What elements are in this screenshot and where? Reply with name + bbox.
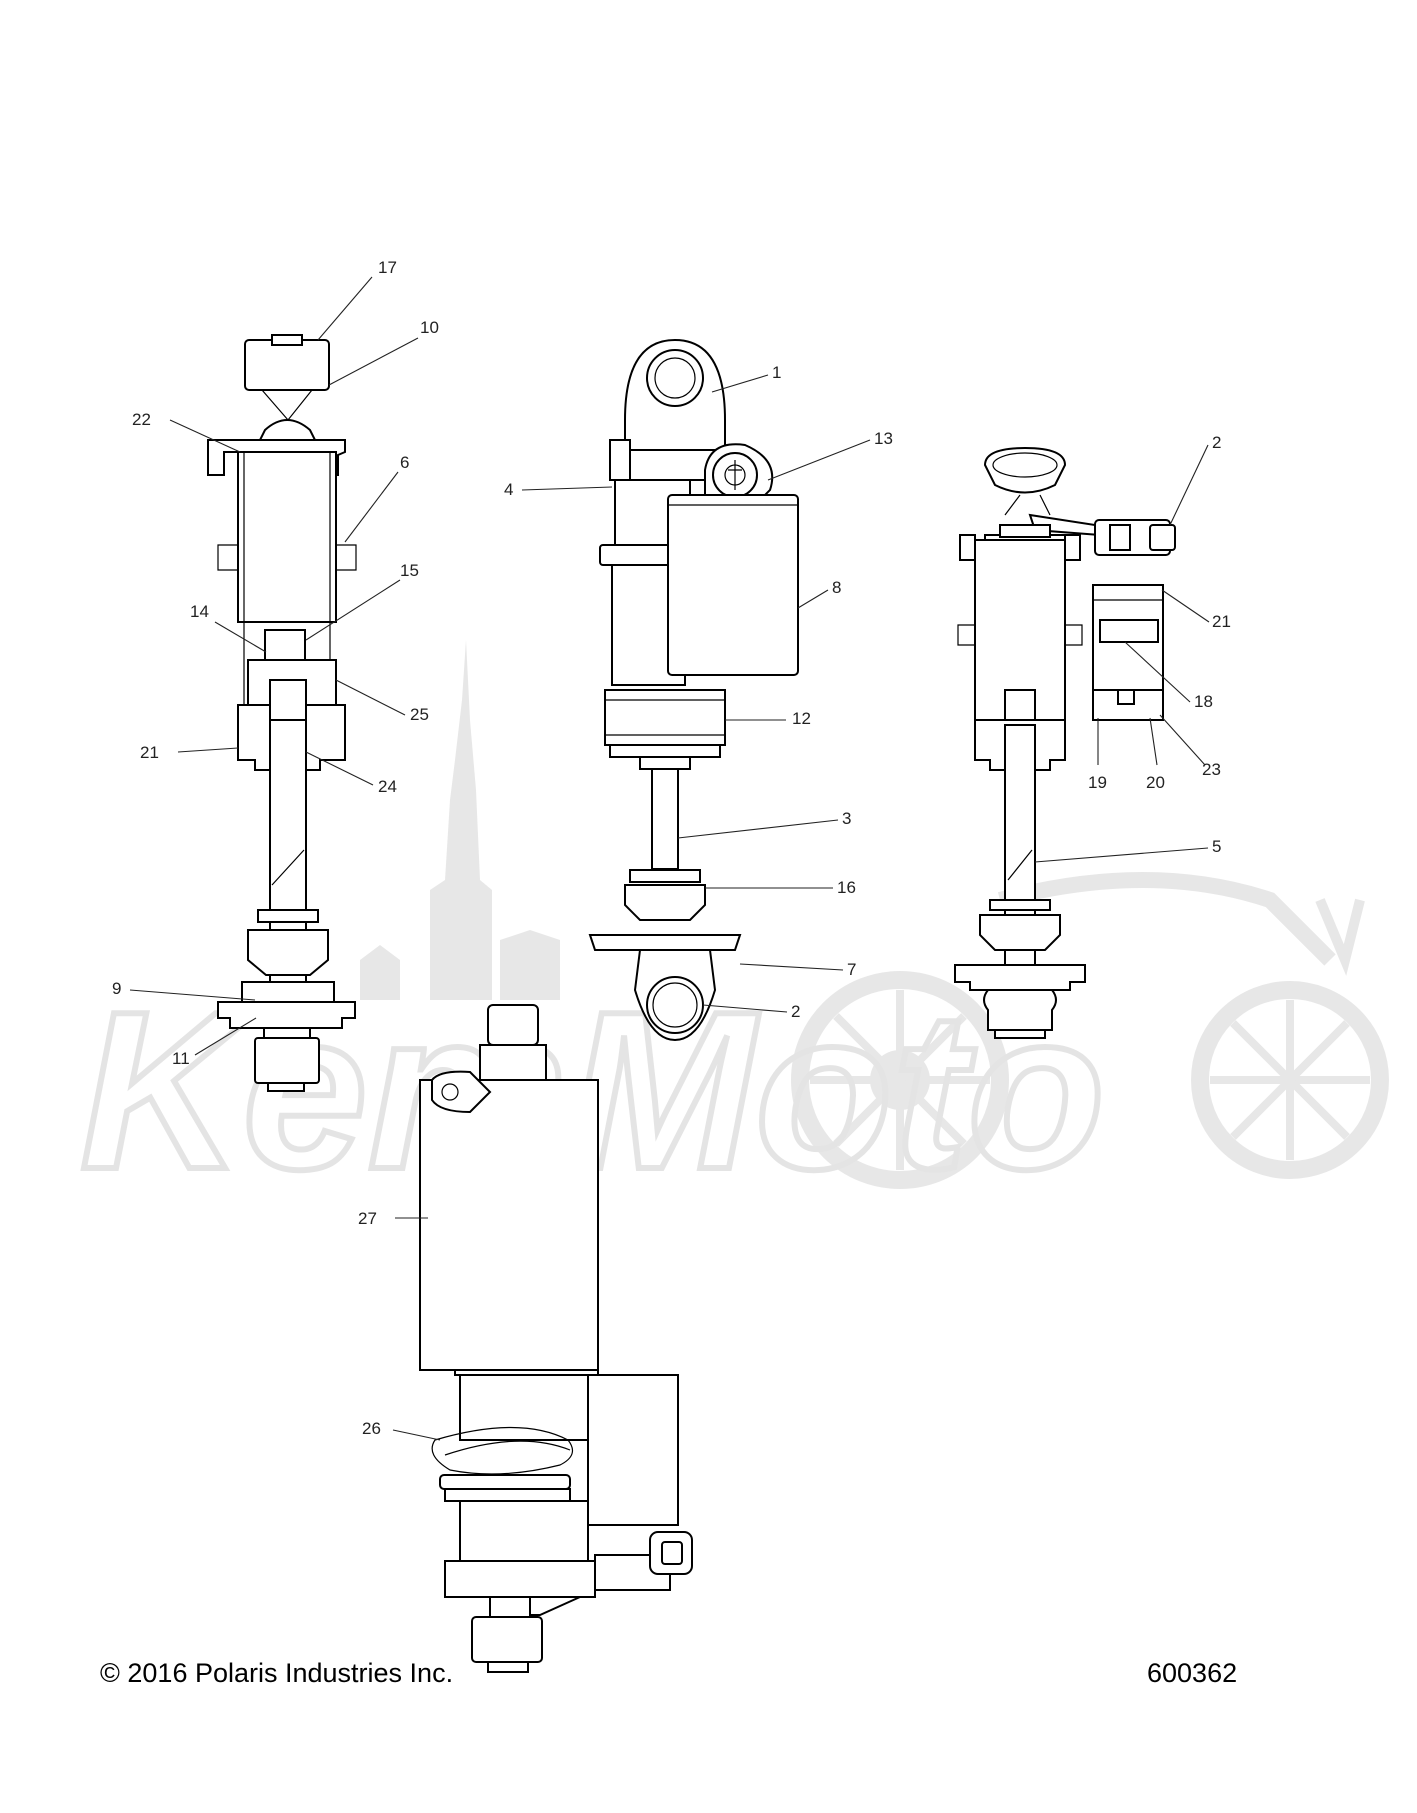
callout-center-3: 3 xyxy=(842,809,851,828)
copyright-text: © 2016 Polaris Industries Inc. xyxy=(100,1658,454,1688)
callout-leaders xyxy=(129,276,1210,1441)
callout-left-21: 21 xyxy=(140,743,159,762)
callout-right-23: 23 xyxy=(1202,760,1221,779)
callout-right-21: 21 xyxy=(1212,612,1231,631)
callout-center-7: 7 xyxy=(847,960,856,979)
right-shock-assembly xyxy=(954,446,1176,1039)
callout-center-12: 12 xyxy=(792,709,811,728)
center-shock-assembly xyxy=(588,338,799,1042)
callout-left-22: 22 xyxy=(132,410,151,429)
callout-bottom-26: 26 xyxy=(362,1419,381,1438)
callout-center-8: 8 xyxy=(832,578,841,597)
callout-left-17: 17 xyxy=(378,258,397,277)
callout-center-16: 16 xyxy=(837,878,856,897)
callout-left-6: 6 xyxy=(400,453,409,472)
callout-left-9: 9 xyxy=(112,979,121,998)
callout-left-11: 11 xyxy=(172,1049,190,1068)
callout-right-5: 5 xyxy=(1212,837,1221,856)
callout-left-10: 10 xyxy=(420,318,439,337)
callout-center-1: 1 xyxy=(772,363,781,382)
callout-numbers: 17 10 22 6 15 14 25 21 24 9 11 1 13 4 8 … xyxy=(112,258,1231,1438)
left-shock-assembly xyxy=(207,334,357,1092)
callout-left-14: 14 xyxy=(190,602,209,621)
callout-bottom-27: 27 xyxy=(358,1209,377,1228)
callout-left-15: 15 xyxy=(400,561,419,580)
callout-left-24: 24 xyxy=(378,777,397,796)
callout-right-19: 19 xyxy=(1088,773,1107,792)
callout-center-13: 13 xyxy=(874,429,893,448)
diagram-number: 600362 xyxy=(1147,1658,1238,1688)
callout-right-20: 20 xyxy=(1146,773,1165,792)
callout-center-4: 4 xyxy=(504,480,513,499)
callout-center-2: 2 xyxy=(791,1002,800,1021)
callout-right-18: 18 xyxy=(1194,692,1213,711)
callout-right-2: 2 xyxy=(1212,433,1221,452)
callout-left-25: 25 xyxy=(410,705,429,724)
bottom-shock-assembly xyxy=(419,1004,693,1673)
